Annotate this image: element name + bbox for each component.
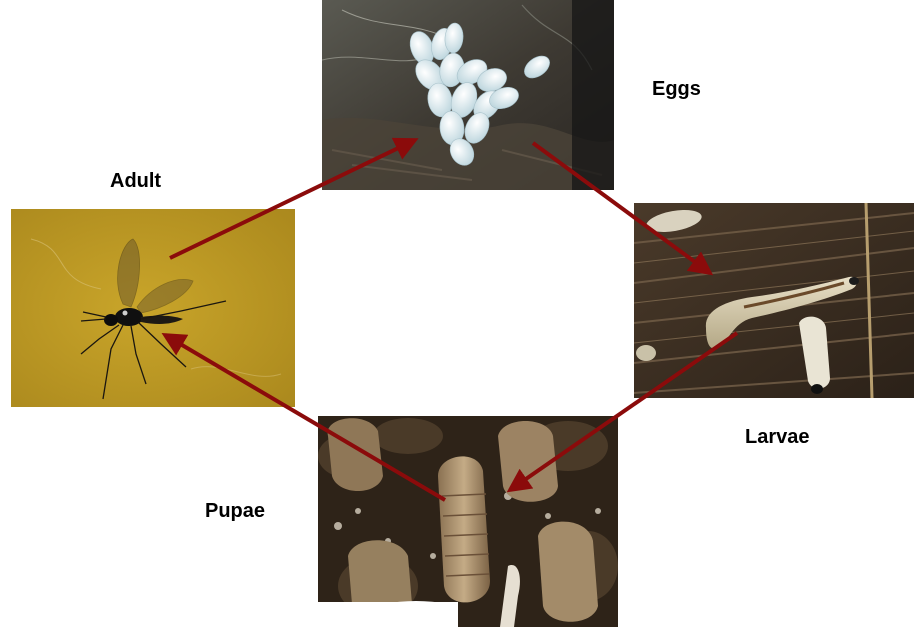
adult-label: Adult (110, 170, 161, 193)
eggs-photo (322, 0, 614, 190)
adult-photo (11, 209, 295, 407)
larvae-photo (634, 203, 914, 398)
pupae-label: Pupae (205, 500, 265, 523)
eggs-label: Eggs (652, 78, 701, 101)
larvae-label: Larvae (745, 426, 810, 449)
pupae-photo (318, 416, 618, 627)
